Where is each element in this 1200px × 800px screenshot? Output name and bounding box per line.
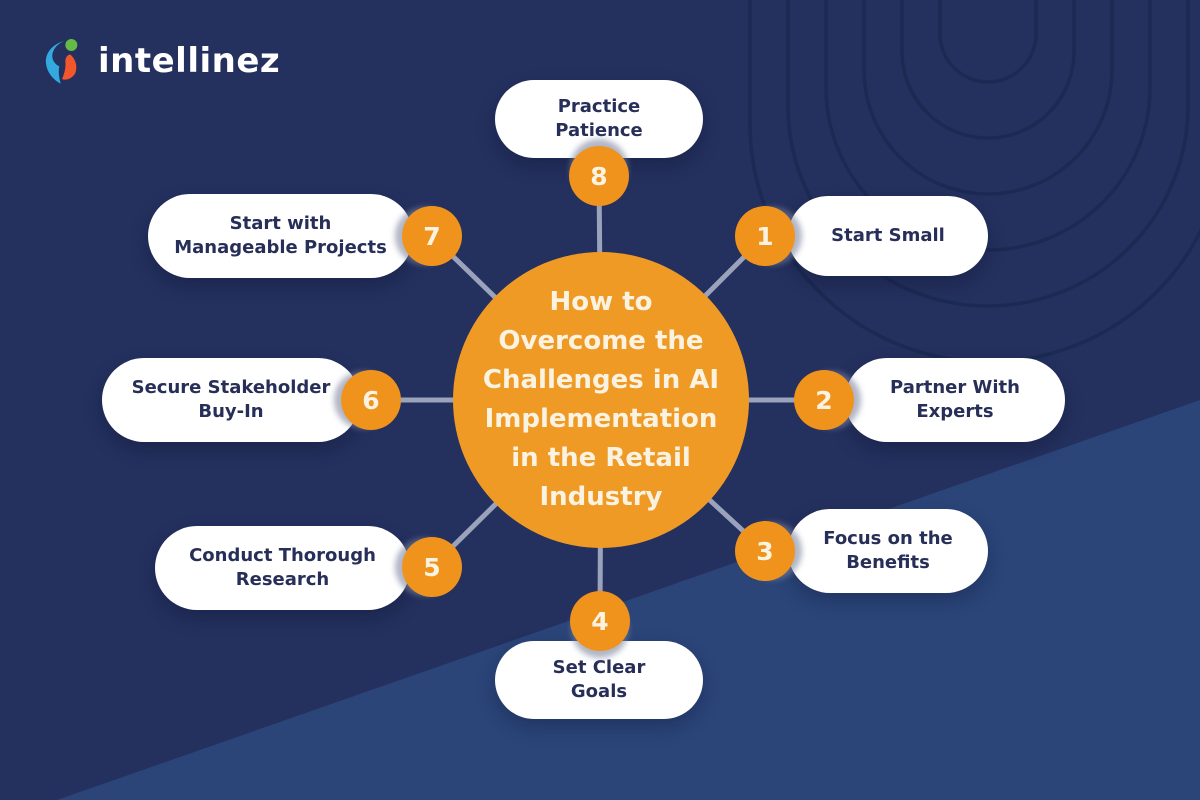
brand-name: intellinez — [98, 41, 281, 81]
step-number-7: 7 — [402, 206, 462, 266]
pill-focus-on-the-benefits: Focus on the Benefits — [788, 509, 988, 593]
pill-label: Practice — [557, 96, 641, 117]
step-number-label: 1 — [756, 221, 774, 251]
central-topic-circle: How to Overcome the Challenges in AI Imp… — [453, 252, 749, 548]
pill-label: Goals — [570, 681, 628, 702]
ring-4 — [824, 0, 1152, 252]
step-number-6: 6 — [341, 370, 401, 430]
pill-label: Benefits — [846, 552, 930, 573]
pill-label: Manageable Projects — [174, 237, 387, 258]
brand-logo: intellinez — [42, 36, 280, 86]
step-number-label: 7 — [423, 221, 441, 251]
step-number-label: 5 — [423, 552, 441, 582]
pill-label: Buy-In — [198, 401, 264, 422]
step-number-2: 2 — [794, 370, 854, 430]
pill-label: Secure Stakeholder — [131, 377, 331, 398]
title-line-5: in the Retail — [511, 443, 691, 473]
title-line-1: How to — [549, 287, 653, 317]
pill-label: Set Clear — [552, 657, 646, 678]
ring-1 — [938, 0, 1038, 84]
pill-label: Focus on the — [823, 528, 953, 549]
pill-start-small: Start Small — [788, 196, 988, 276]
pill-label: Start Small — [831, 225, 945, 246]
title-line-6: Industry — [539, 482, 663, 512]
pill-label: Research — [235, 569, 330, 590]
pill-label: Conduct Thorough — [189, 545, 376, 566]
pill-label: Start with — [229, 213, 332, 234]
pill-partner-with-experts: Partner With Experts — [845, 358, 1065, 442]
step-number-label: 2 — [815, 385, 833, 415]
title-line-4: Implementation — [484, 404, 718, 434]
pill-practice-patience: Practice Patience — [495, 80, 703, 158]
pill-set-clear-goals: Set Clear Goals — [495, 641, 703, 719]
ring-5 — [786, 0, 1190, 308]
step-number-label: 4 — [591, 606, 609, 636]
step-number-label: 3 — [756, 536, 774, 566]
title-line-2: Overcome the — [498, 326, 704, 356]
pill-label: Experts — [916, 401, 994, 422]
pill-label: Patience — [555, 120, 643, 141]
step-number-5: 5 — [402, 537, 462, 597]
pill-conduct-thorough-research: Conduct Thorough Research — [155, 526, 410, 610]
step-number-1: 1 — [735, 206, 795, 266]
ring-3 — [862, 0, 1114, 196]
step-number-3: 3 — [735, 521, 795, 581]
step-number-label: 6 — [362, 385, 380, 415]
step-number-4: 4 — [570, 591, 630, 651]
pill-secure-stakeholder-buy-in: Secure Stakeholder Buy-In — [102, 358, 360, 442]
step-number-8: 8 — [569, 146, 629, 206]
pill-start-with-manageable-projects: Start with Manageable Projects — [148, 194, 413, 278]
step-number-label: 8 — [590, 161, 608, 191]
title-line-3: Challenges in AI — [482, 365, 720, 395]
diagram-title: How to Overcome the Challenges in AI Imp… — [483, 283, 719, 517]
pill-label: Partner With — [890, 377, 1020, 398]
intellinez-logo-icon — [45, 39, 78, 84]
ring-2 — [900, 0, 1076, 140]
